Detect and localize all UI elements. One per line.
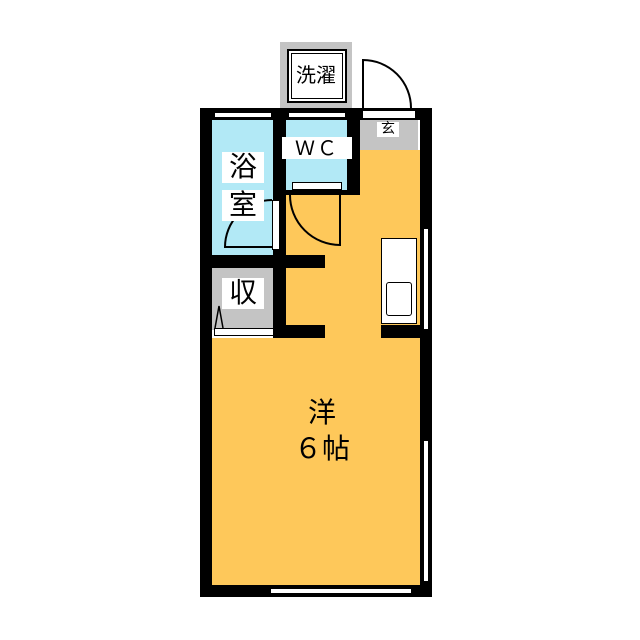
storage-door-icon xyxy=(214,305,224,329)
door-opening-wc xyxy=(292,182,342,190)
kitchen-sink-icon xyxy=(386,282,412,316)
bath-label-1: 浴 xyxy=(222,151,264,183)
bath-label-2: 室 xyxy=(222,189,264,221)
wall-left xyxy=(200,108,212,597)
western-room-label-1: 洋 xyxy=(307,396,336,429)
window-bath xyxy=(214,112,272,118)
western-room-floor-lower xyxy=(212,338,420,585)
window-bottom xyxy=(270,588,412,594)
western-room-label-2: ６帖 xyxy=(293,432,350,465)
door-opening-storage xyxy=(214,328,274,336)
door-opening-entrance xyxy=(362,110,416,119)
entrance-label: 玄 xyxy=(377,121,399,138)
bathroom-floor xyxy=(212,120,273,255)
wall-wc-bottom xyxy=(286,190,360,195)
wall-kitchen-bottom xyxy=(381,325,420,338)
storage-label: 収 xyxy=(222,277,264,309)
wall-bath-storage xyxy=(212,255,325,268)
wall-wc-right xyxy=(347,108,360,195)
door-opening-bath xyxy=(272,200,280,250)
window-right-upper xyxy=(423,228,429,330)
wc-label: ＷＣ xyxy=(282,137,352,159)
wc-door-icon xyxy=(289,194,341,247)
entrance-door-icon xyxy=(362,58,412,109)
kitchen-counter xyxy=(381,238,417,324)
laundry-label: 洗濯 xyxy=(292,64,340,86)
window-right-lower xyxy=(423,440,429,582)
window-wc xyxy=(288,112,346,118)
wall-storage-bottom xyxy=(273,325,325,338)
